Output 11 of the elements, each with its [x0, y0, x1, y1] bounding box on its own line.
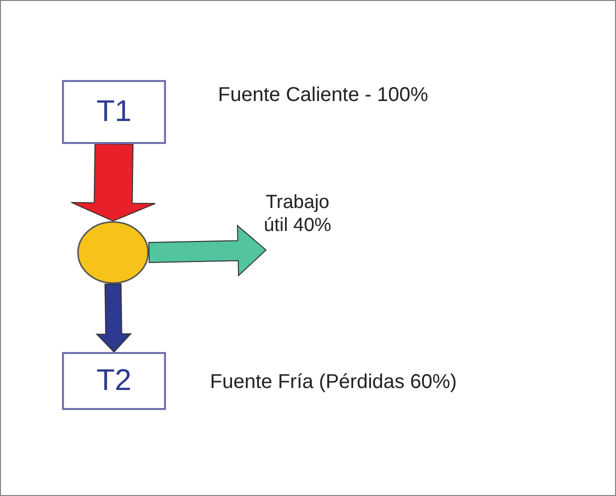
block-arrow	[70, 143, 156, 222]
edge-label: Trabajo útil 40%	[262, 190, 332, 238]
box-label: T1	[96, 95, 132, 129]
box-label: T2	[96, 364, 132, 398]
circle-node	[77, 221, 149, 284]
node-caption: Fuente Caliente - 100%	[218, 84, 428, 107]
node-caption: Fuente Fría (Pérdidas 60%)	[210, 371, 457, 394]
process-box	[62, 352, 166, 410]
block-arrow	[96, 283, 132, 353]
process-box	[62, 80, 166, 144]
block-arrow	[148, 224, 267, 277]
